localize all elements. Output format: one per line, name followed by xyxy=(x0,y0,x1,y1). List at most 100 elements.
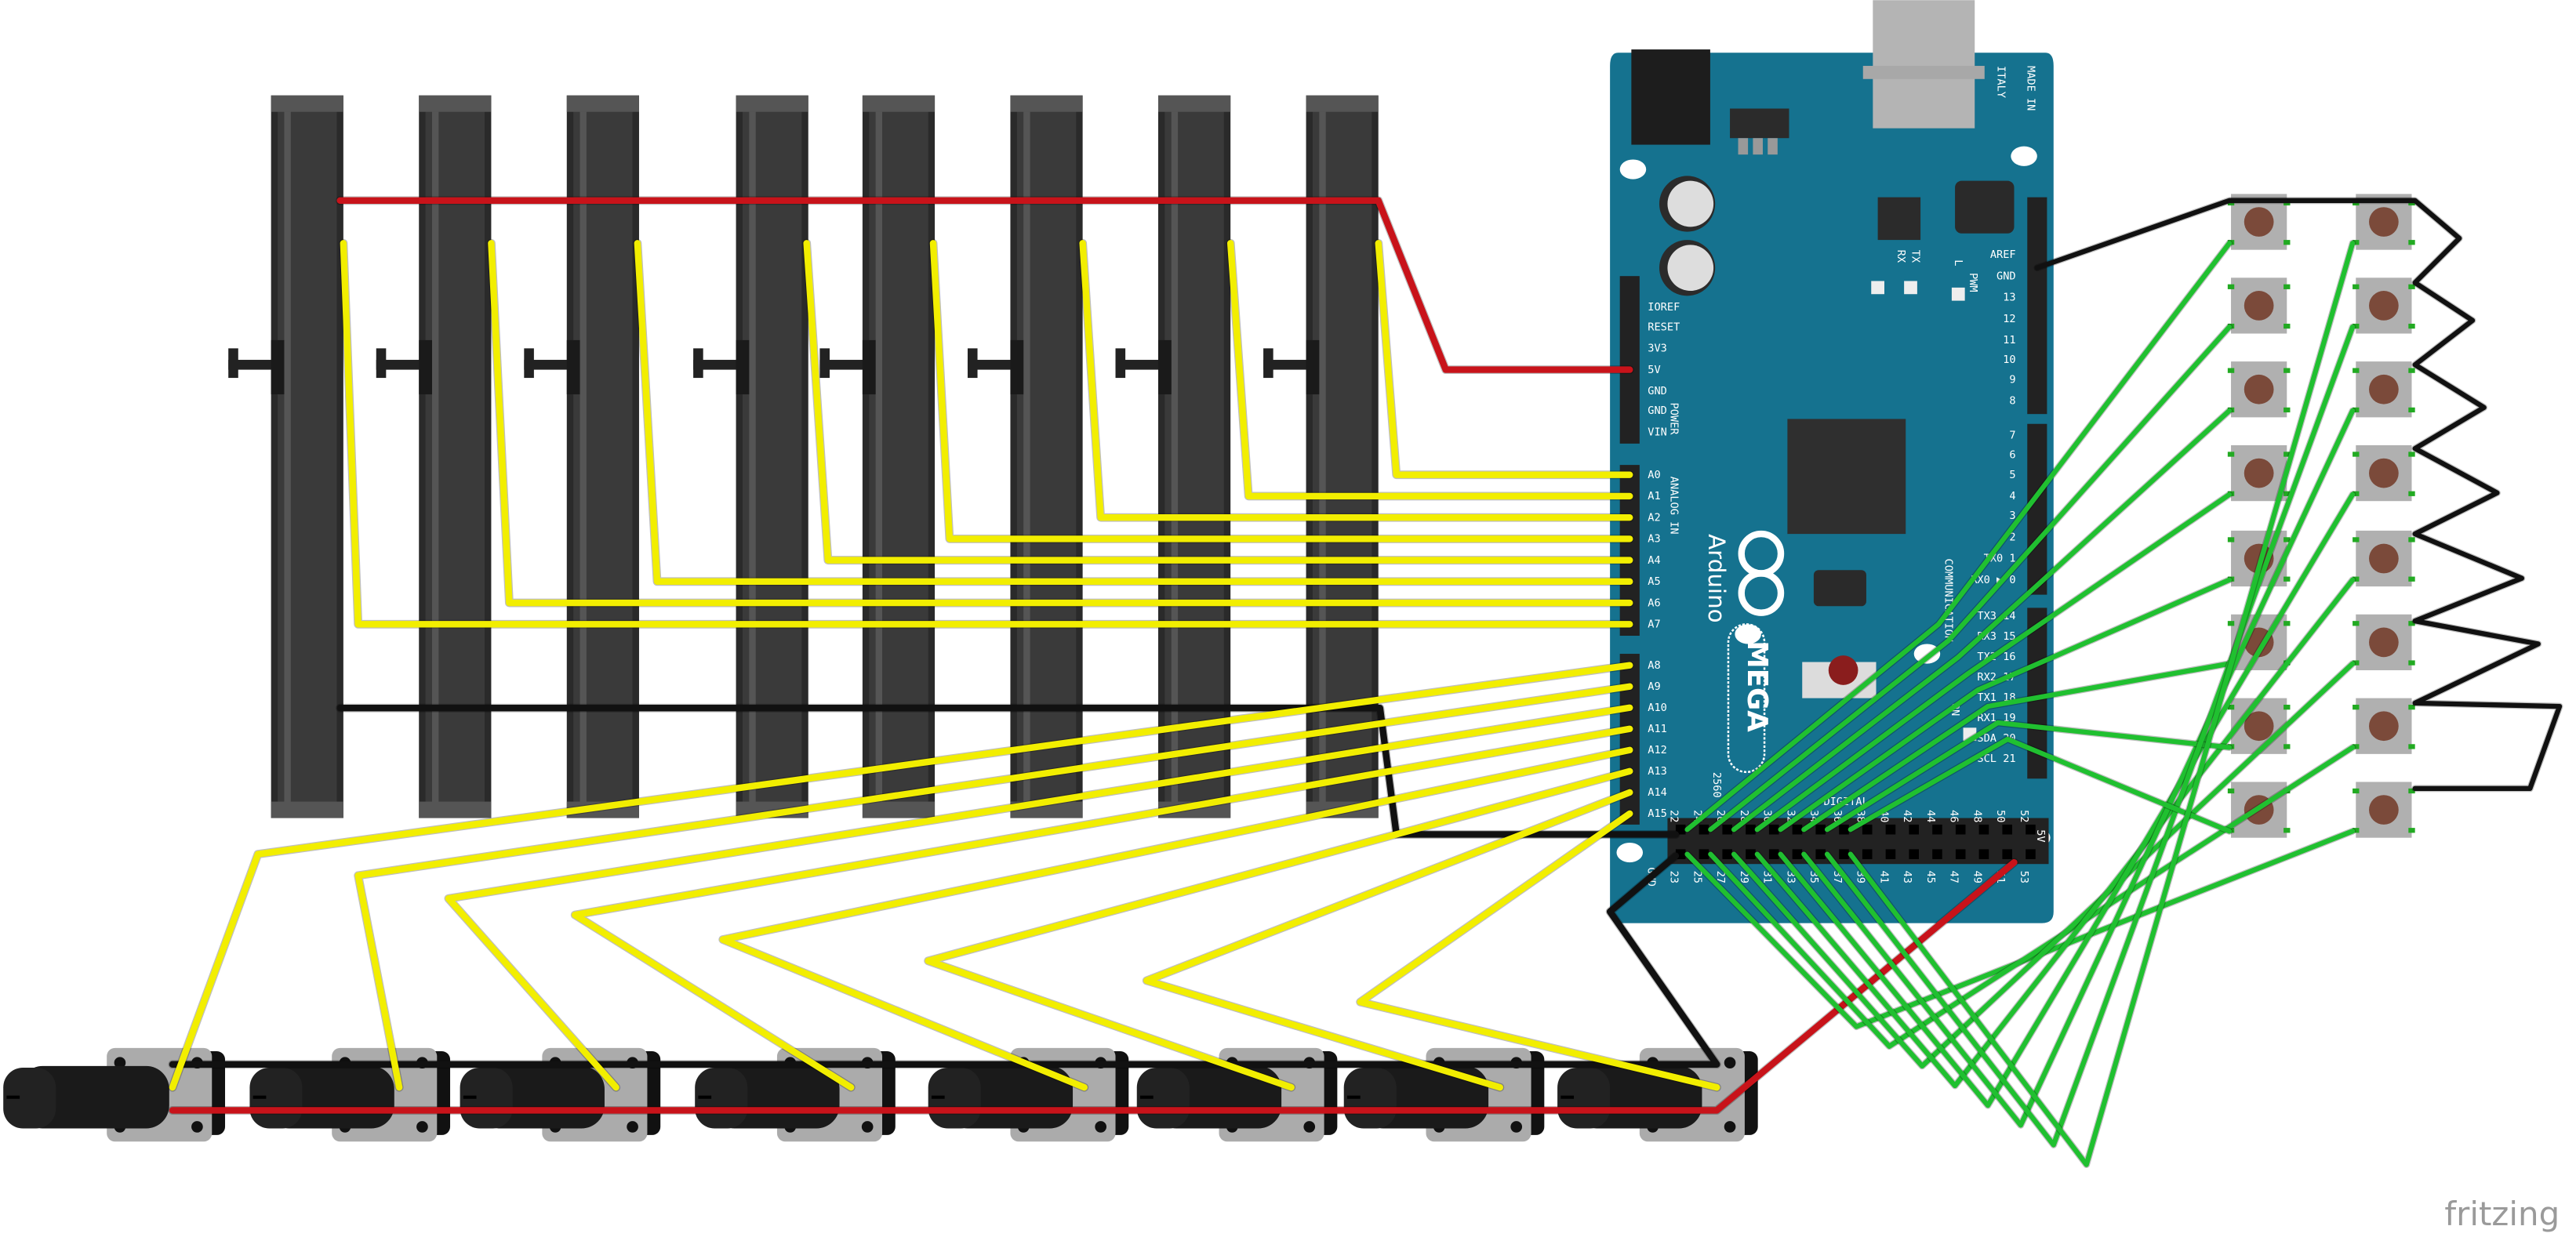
wire-button-left-2[interactable] xyxy=(1731,408,2233,833)
wire-button-left-7[interactable] xyxy=(1848,736,2233,834)
slide-potentiometer[interactable] xyxy=(1115,95,1231,818)
header-pin[interactable] xyxy=(1955,824,1966,835)
push-button[interactable] xyxy=(2353,194,2415,250)
wire-rotary-wiper-4[interactable] xyxy=(719,746,1633,1091)
wire-5v-sliders[interactable] xyxy=(336,197,1633,373)
button-leg xyxy=(2353,537,2360,542)
wire-button-left-1[interactable] xyxy=(1708,324,2233,833)
slide-potentiometer[interactable] xyxy=(693,95,808,818)
wire-rotary-wiper-2[interactable] xyxy=(445,704,1633,1091)
wire-button-left-4[interactable] xyxy=(1778,577,2233,833)
header-pin[interactable] xyxy=(1768,824,1779,835)
header-pin[interactable] xyxy=(1768,849,1779,859)
push-button[interactable] xyxy=(2353,530,2415,587)
push-button[interactable] xyxy=(2227,444,2291,502)
wire-rotary-wiper-6[interactable] xyxy=(1143,789,1633,1091)
wire-slider-wiper-5[interactable] xyxy=(1079,240,1633,521)
header-pin[interactable] xyxy=(1722,824,1732,835)
header-pin[interactable] xyxy=(1699,824,1709,835)
rotary-potentiometer[interactable] xyxy=(1557,1047,1758,1142)
wire-slider-wiper-1[interactable] xyxy=(488,240,1633,607)
header-pin[interactable] xyxy=(1932,824,1942,835)
slide-potentiometer[interactable] xyxy=(1263,95,1379,818)
slider-handle xyxy=(819,360,870,370)
reset-button-cap[interactable] xyxy=(1828,655,1858,685)
pwm-pin-label: 3 xyxy=(2009,510,2015,522)
header-pin[interactable] xyxy=(1978,849,1989,859)
wire-button-left-6[interactable] xyxy=(1824,720,2233,833)
button-leg xyxy=(2353,452,2360,457)
wire-rotary-wiper-3[interactable] xyxy=(572,725,1633,1091)
header-pin[interactable] xyxy=(1862,824,1873,835)
wire-button-right-2[interactable] xyxy=(1731,661,2356,1069)
wire-rotary-wiper-1[interactable] xyxy=(354,683,1633,1091)
slider-cap-top xyxy=(862,95,936,112)
wire-button-right-5[interactable] xyxy=(1801,408,2356,1128)
push-button[interactable] xyxy=(2353,444,2415,502)
wire-rotary-wiper-7[interactable] xyxy=(1357,810,1720,1091)
header-pin[interactable] xyxy=(1722,849,1732,859)
slide-potentiometer[interactable] xyxy=(228,95,343,818)
header-pin[interactable] xyxy=(1815,849,1826,859)
button-leg xyxy=(2408,576,2415,582)
push-button[interactable] xyxy=(2227,361,2291,418)
slide-potentiometer[interactable] xyxy=(524,95,639,818)
header-pin[interactable] xyxy=(1955,849,1966,859)
header-pin[interactable] xyxy=(1885,824,1896,835)
header-pin[interactable] xyxy=(1885,849,1896,859)
wire-slider-wiper-2[interactable] xyxy=(634,240,1633,586)
wire-button-left-3[interactable] xyxy=(1754,492,2233,833)
capacitor-top xyxy=(1667,180,1714,227)
push-button[interactable] xyxy=(2353,278,2415,334)
push-button[interactable] xyxy=(2353,782,2415,838)
wire-rotary-wiper-0[interactable] xyxy=(169,662,1633,1091)
header-pin[interactable] xyxy=(1675,824,1686,835)
wire-slider-wiper-4[interactable] xyxy=(929,240,1633,542)
wire-button-right-4[interactable] xyxy=(1778,492,2356,1108)
wire-button-right-0[interactable] xyxy=(1684,829,2356,1029)
header-pin[interactable] xyxy=(1699,849,1709,859)
wire-button-left-0[interactable] xyxy=(1684,241,2233,833)
wire-slider-wiper-6[interactable] xyxy=(1226,240,1633,500)
header-pin[interactable] xyxy=(1746,849,1756,859)
wire-gnd-rotary[interactable] xyxy=(169,852,1720,1068)
slider-cap-top xyxy=(419,95,492,112)
wire-5v-rotary[interactable] xyxy=(169,858,2018,1114)
header-pin[interactable] xyxy=(2002,824,2012,835)
header-pin[interactable] xyxy=(1839,849,1849,859)
header-pin[interactable] xyxy=(1746,824,1756,835)
slide-potentiometer[interactable] xyxy=(967,95,1083,818)
slider-handle xyxy=(1115,360,1165,370)
push-button[interactable] xyxy=(2227,278,2291,334)
wire-rotary-wiper-5[interactable] xyxy=(925,767,1633,1091)
header-pin[interactable] xyxy=(1862,849,1873,859)
push-button[interactable] xyxy=(2353,698,2415,754)
wire-slider-wiper-3[interactable] xyxy=(803,240,1633,564)
slide-potentiometer[interactable] xyxy=(376,95,492,818)
wire-slider-wiper-0[interactable] xyxy=(340,240,1633,628)
push-button[interactable] xyxy=(2353,361,2415,418)
header-pin[interactable] xyxy=(1815,824,1826,835)
regulator-pin xyxy=(1753,138,1763,155)
header-pin[interactable] xyxy=(1839,824,1849,835)
header-pin[interactable] xyxy=(1792,849,1803,859)
digital-pin-label: 46 xyxy=(1948,810,1960,822)
wire-button-right-6[interactable] xyxy=(1824,324,2356,1148)
header-pin[interactable] xyxy=(1792,824,1803,835)
header-pin[interactable] xyxy=(2002,849,2012,859)
header-pin[interactable] xyxy=(1909,849,1919,859)
rotary-potentiometer[interactable] xyxy=(3,1047,226,1142)
wire-button-left-5[interactable] xyxy=(1801,661,2233,833)
header-pin[interactable] xyxy=(2026,849,2036,859)
header-pin[interactable] xyxy=(1909,824,1919,835)
wire-button-right-1[interactable] xyxy=(1708,745,2356,1049)
wire-button-gnd[interactable] xyxy=(2034,198,2563,791)
wire-slider-wiper-7[interactable] xyxy=(1375,240,1633,478)
header-pin[interactable] xyxy=(1978,824,1989,835)
slide-potentiometer[interactable] xyxy=(819,95,936,818)
header-pin[interactable] xyxy=(1932,849,1942,859)
header-pin[interactable] xyxy=(2026,824,2036,835)
wire-button-right-7[interactable] xyxy=(1848,241,2356,1167)
slider-cap-bottom xyxy=(862,801,936,818)
push-button[interactable] xyxy=(2353,614,2415,670)
